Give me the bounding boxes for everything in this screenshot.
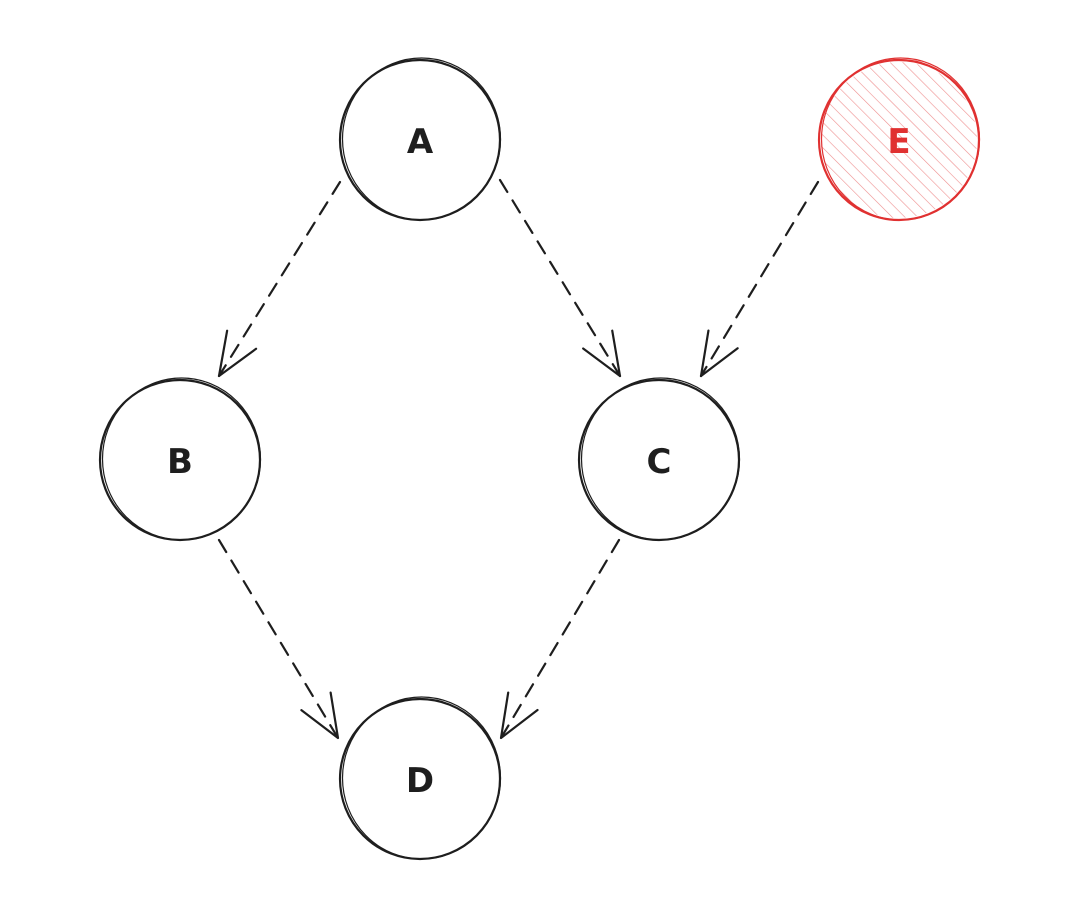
edge-b-d [217,538,340,740]
node-label: E [887,122,910,162]
edge-line [498,178,622,378]
node-e[interactable]: E [817,57,981,222]
node-label: C [647,442,672,482]
node-circle-sketch [820,57,981,221]
node-c[interactable]: C [577,377,741,542]
arrowhead-icon [217,329,258,378]
arrowhead-icon [499,691,539,740]
edge-line [217,180,342,378]
node-label: B [167,442,193,482]
node-label: D [406,761,434,801]
arrowhead-icon [582,329,622,378]
node-fill [821,62,977,218]
node-label: A [407,122,434,162]
edge-line [699,180,820,378]
node-d[interactable]: D [338,696,502,861]
edge-line [499,538,621,740]
nodes-layer: A B C D E [98,57,981,861]
node-circle-sketch [101,377,262,541]
node-circle-sketch [341,696,502,860]
edge-a-b [217,180,342,378]
edge-c-d [499,538,621,740]
node-a[interactable]: A [338,57,502,222]
edge-e-c [699,180,820,378]
edge-a-c [498,178,622,378]
arrowhead-icon [300,691,340,740]
edges-layer [217,178,820,740]
node-b[interactable]: B [98,377,262,542]
edge-line [217,538,340,740]
node-circle-sketch [341,57,502,221]
arrowhead-icon [699,329,739,378]
node-circle-sketch [580,377,741,541]
